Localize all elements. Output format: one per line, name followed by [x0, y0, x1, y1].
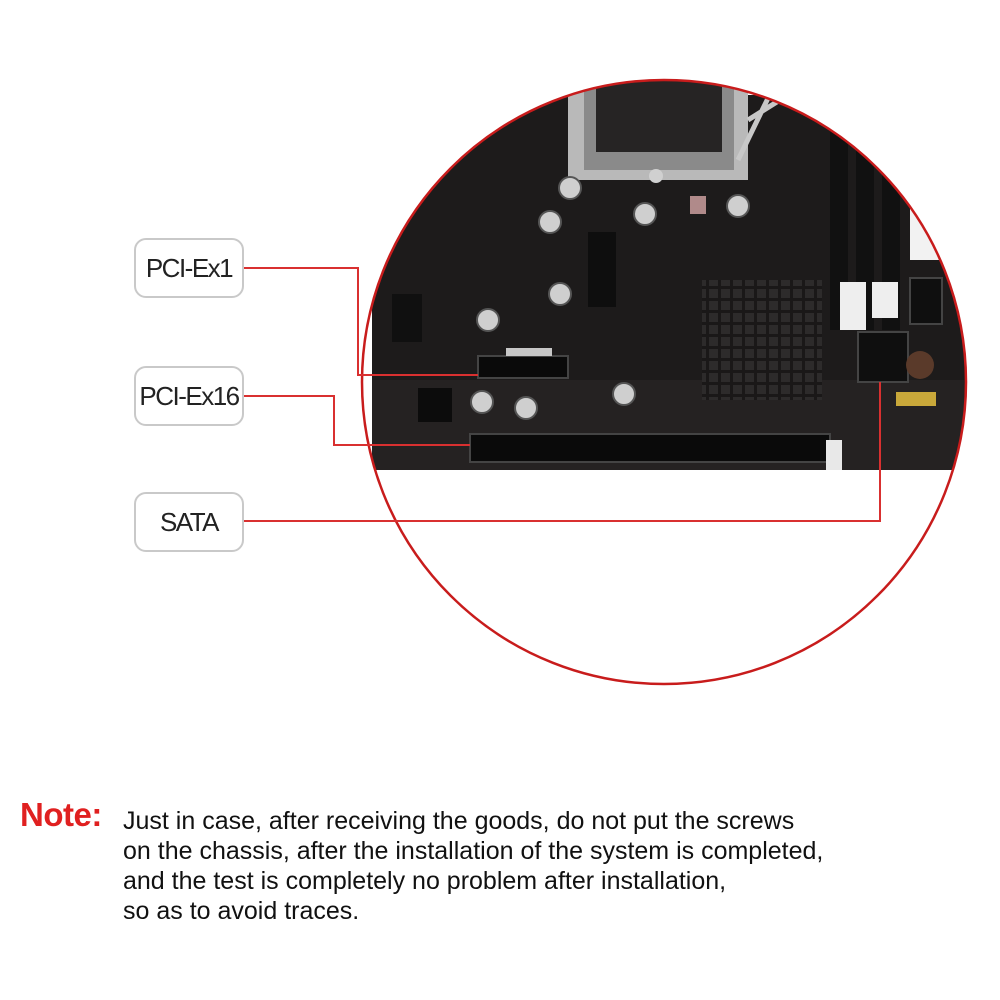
- note-title: Note:: [20, 796, 102, 833]
- note-line: on the chassis, after the installation o…: [123, 837, 824, 865]
- callout-lines: [244, 267, 881, 522]
- note-line: Just in case, after receiving the goods,…: [123, 807, 795, 835]
- cpu-socket: [568, 80, 784, 183]
- motherboard-photo: [362, 80, 966, 684]
- capacitors: [470, 176, 750, 420]
- pcie-x16-slot: [469, 433, 842, 470]
- label-pcie-x16: PCI-Ex16: [134, 366, 244, 426]
- label-sata: SATA: [134, 492, 244, 552]
- sata-ports: [840, 277, 943, 383]
- note-line: and the test is completely no problem af…: [123, 867, 727, 895]
- note-line: so as to avoid traces.: [123, 897, 360, 925]
- chipset-heatsink: [702, 280, 822, 400]
- label-pcie-x1: PCI-Ex1: [134, 238, 244, 298]
- zoom-circle: [360, 78, 968, 686]
- pcie-x1-slot: [477, 348, 569, 379]
- note-text: Just in case, after receiving the goods,…: [123, 806, 973, 926]
